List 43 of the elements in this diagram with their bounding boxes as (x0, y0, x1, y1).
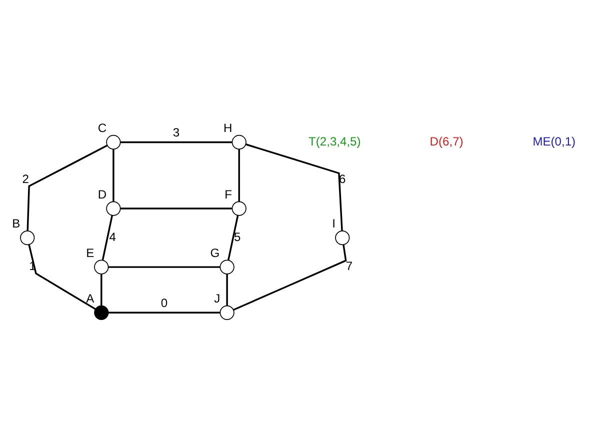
node-label: D (98, 186, 107, 201)
node-label: E (86, 245, 94, 260)
node-label: B (12, 216, 20, 230)
node-circle (106, 134, 121, 150)
connector (246, 143, 343, 230)
edge-label: 7 (346, 258, 353, 273)
node-label: A (86, 291, 94, 306)
connector (228, 214, 239, 260)
connector (100, 274, 102, 306)
edge-label: 4 (109, 229, 116, 244)
node-circle (220, 259, 234, 274)
node-circle (335, 230, 350, 245)
node-circle (106, 200, 121, 216)
edge-label: 2 (22, 171, 29, 186)
connector (226, 274, 228, 306)
node-circle (94, 259, 109, 274)
label: D(6,7) (430, 134, 464, 148)
connector (108, 311, 220, 314)
node-label: H (224, 120, 232, 135)
connector (112, 148, 114, 202)
label: ME(0,1) (532, 134, 576, 148)
node-circle (220, 304, 234, 320)
connector (28, 244, 96, 310)
edge-label: 3 (172, 124, 180, 139)
connector (238, 148, 240, 202)
node-label: C (98, 120, 107, 135)
node-label: F (224, 186, 232, 201)
node-label: I (332, 216, 336, 230)
connector (108, 266, 220, 268)
connector (120, 207, 232, 209)
edge-label: 5 (234, 229, 241, 244)
connector (233, 244, 347, 310)
node-circle (94, 304, 109, 320)
label: T(2,3,4,5) (308, 134, 361, 148)
node-circle (20, 230, 35, 245)
node-label: J (214, 291, 220, 306)
node-label: G (210, 245, 220, 260)
node-circle (232, 134, 246, 150)
connector (120, 140, 232, 143)
connector (26, 144, 108, 230)
edge-label: 0 (160, 295, 168, 310)
connector (102, 214, 113, 260)
node-circle (232, 200, 246, 216)
